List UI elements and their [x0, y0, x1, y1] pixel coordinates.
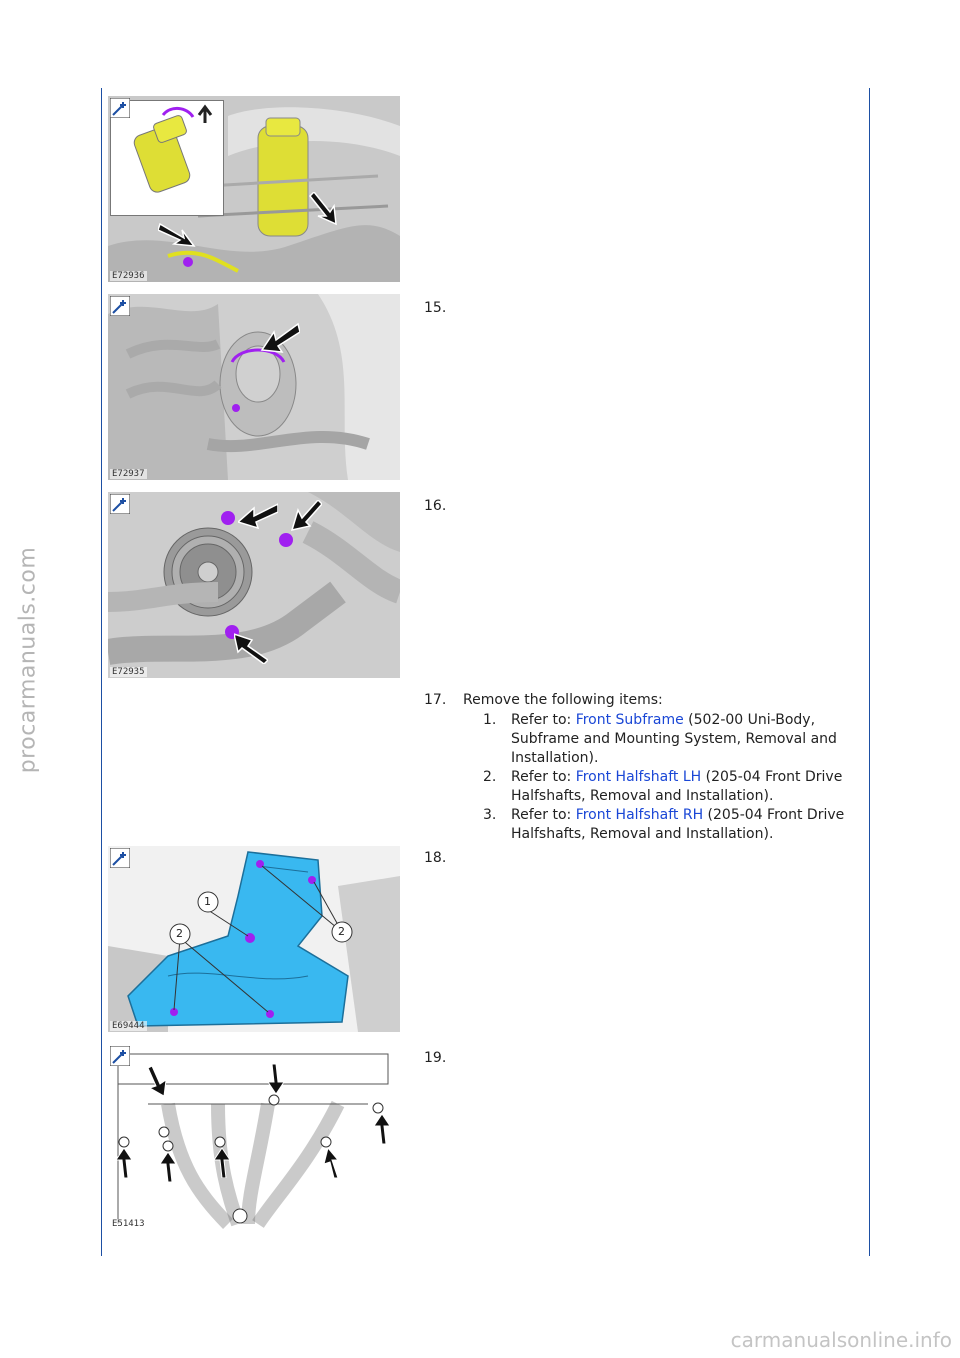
callout-label: 2	[176, 927, 183, 940]
list-item-text: Refer to: Front Subframe (502-00 Uni-Bod…	[511, 711, 863, 768]
arrow-icon	[115, 1148, 133, 1178]
bottom-watermark: carmanualsonline.info	[730, 1328, 952, 1352]
figure-code: E51413	[110, 1219, 147, 1229]
left-page-rule	[101, 88, 102, 1256]
list-item: 2. Refer to: Front Halfshaft LH (205-04 …	[483, 768, 863, 806]
figure-e72937[interactable]: E72937	[108, 294, 400, 480]
figure-e51413[interactable]: E51413	[108, 1044, 400, 1230]
side-watermark-text: procarmanuals.com	[15, 546, 41, 774]
connector-detail-drawing	[133, 104, 213, 193]
step-17-text: Remove the following items:	[463, 692, 663, 708]
figure-code: E72937	[110, 469, 147, 479]
arrow-icon	[323, 1148, 340, 1178]
detail-inset	[110, 100, 224, 216]
arrow-icon	[267, 1064, 285, 1094]
step-number-15: 15.	[424, 300, 447, 316]
refer-to-label: Refer to:	[511, 712, 576, 728]
step-number-18: 18.	[424, 850, 447, 866]
link-front-halfshaft-rh[interactable]: Front Halfshaft RH	[575, 807, 704, 823]
step-number-17: 17.	[424, 692, 447, 708]
zoom-in-icon[interactable]	[110, 848, 130, 868]
list-item-number: 3.	[483, 807, 497, 823]
figure-code: E72935	[110, 667, 147, 677]
arrow-icon	[159, 1152, 177, 1182]
zoom-in-icon[interactable]	[110, 494, 130, 514]
right-page-rule	[869, 88, 870, 1256]
side-watermark: procarmanuals.com	[8, 0, 48, 1358]
step-number-16: 16.	[424, 498, 447, 514]
reference-detail: (502-00 Uni-Body, Subframe and Mounting …	[511, 712, 837, 766]
refer-to-label: Refer to:	[511, 769, 576, 785]
callout-label: 1	[204, 895, 211, 908]
list-item-text: Refer to: Front Halfshaft RH (205-04 Fro…	[511, 806, 863, 844]
engine-illustration	[108, 96, 400, 282]
step-number-19: 19.	[424, 1050, 447, 1066]
arrow-icon	[213, 1148, 231, 1178]
refer-to-label: Refer to:	[511, 807, 576, 823]
link-front-subframe[interactable]: Front Subframe	[575, 712, 684, 728]
figure-code: E69444	[110, 1021, 147, 1031]
zoom-in-icon[interactable]	[110, 296, 130, 316]
list-item: 3. Refer to: Front Halfshaft RH (205-04 …	[483, 806, 863, 844]
figure-e69444[interactable]: 1 2 2 E69444	[108, 846, 400, 1032]
callout-label: 2	[338, 925, 345, 938]
figure-e72935[interactable]: E72935	[108, 492, 400, 678]
arrow-icon	[238, 503, 278, 530]
arrow-icon	[148, 1066, 167, 1096]
reference-detail: (205-04 Front Drive Halfshafts, Removal …	[511, 769, 843, 804]
reference-detail: (205-04 Front Drive Halfshafts, Removal …	[511, 807, 845, 842]
zoom-in-icon[interactable]	[110, 98, 130, 118]
heat-shield-illustration	[108, 846, 400, 1032]
exhaust-manifold-drawing	[108, 1044, 400, 1230]
arrow-icon	[260, 322, 300, 353]
arrow-icon	[373, 1114, 391, 1144]
engine-illustration	[108, 294, 400, 480]
arrow-icon	[290, 500, 322, 532]
list-item: 1. Refer to: Front Subframe (502-00 Uni-…	[483, 711, 863, 768]
arrow-icon	[158, 222, 196, 247]
list-item-number: 2.	[483, 769, 497, 785]
list-item-text: Refer to: Front Halfshaft LH (205-04 Fro…	[511, 768, 863, 806]
arrow-icon	[234, 633, 268, 664]
figure-e72936[interactable]: E72936	[108, 96, 400, 282]
list-item-number: 1.	[483, 712, 497, 728]
link-front-halfshaft-lh[interactable]: Front Halfshaft LH	[575, 769, 702, 785]
arrow-icon	[308, 192, 337, 226]
figure-code: E72936	[110, 271, 147, 281]
zoom-in-icon[interactable]	[110, 1046, 130, 1066]
